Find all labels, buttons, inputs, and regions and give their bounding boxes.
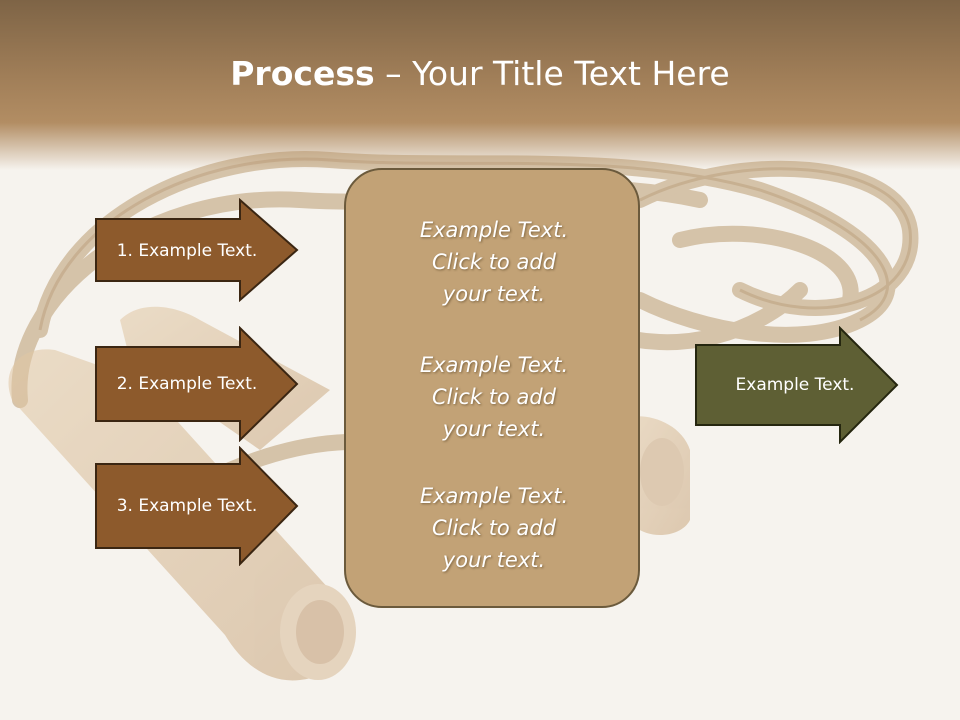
center-paragraph-3-line2: Click to add bbox=[431, 516, 556, 540]
title-bold: Process bbox=[230, 54, 375, 93]
center-text-box: Example Text. Click to add your text. Ex… bbox=[344, 168, 640, 608]
center-paragraph-3: Example Text. Click to add your text. bbox=[346, 480, 642, 576]
center-paragraph-1-line1: Example Text. bbox=[419, 218, 569, 242]
right-arrow bbox=[695, 326, 899, 444]
slide-title: Process – Your Title Text Here bbox=[0, 46, 960, 102]
left-arrow-1-label: 1. Example Text. bbox=[116, 241, 258, 261]
center-paragraph-1-line3: your text. bbox=[442, 282, 546, 306]
left-arrow-1 bbox=[95, 198, 299, 302]
left-arrow-3-label: 3. Example Text. bbox=[116, 496, 258, 516]
center-paragraph-2: Example Text. Click to add your text. bbox=[346, 349, 642, 445]
title-rest: – Your Title Text Here bbox=[374, 54, 730, 93]
center-paragraph-2-line2: Click to add bbox=[431, 385, 556, 409]
left-arrow-2-label: 2. Example Text. bbox=[116, 374, 258, 394]
left-arrow-2 bbox=[95, 326, 299, 442]
left-arrow-3 bbox=[95, 446, 299, 566]
center-paragraph-2-line1: Example Text. bbox=[419, 353, 569, 377]
right-arrow-label: Example Text. bbox=[735, 375, 855, 395]
center-paragraph-1-line2: Click to add bbox=[431, 250, 556, 274]
center-paragraph-1: Example Text. Click to add your text. bbox=[346, 214, 642, 310]
center-paragraph-2-line3: your text. bbox=[442, 417, 546, 441]
center-paragraph-3-line1: Example Text. bbox=[419, 484, 569, 508]
title-bar bbox=[0, 0, 960, 170]
center-paragraph-3-line3: your text. bbox=[442, 548, 546, 572]
